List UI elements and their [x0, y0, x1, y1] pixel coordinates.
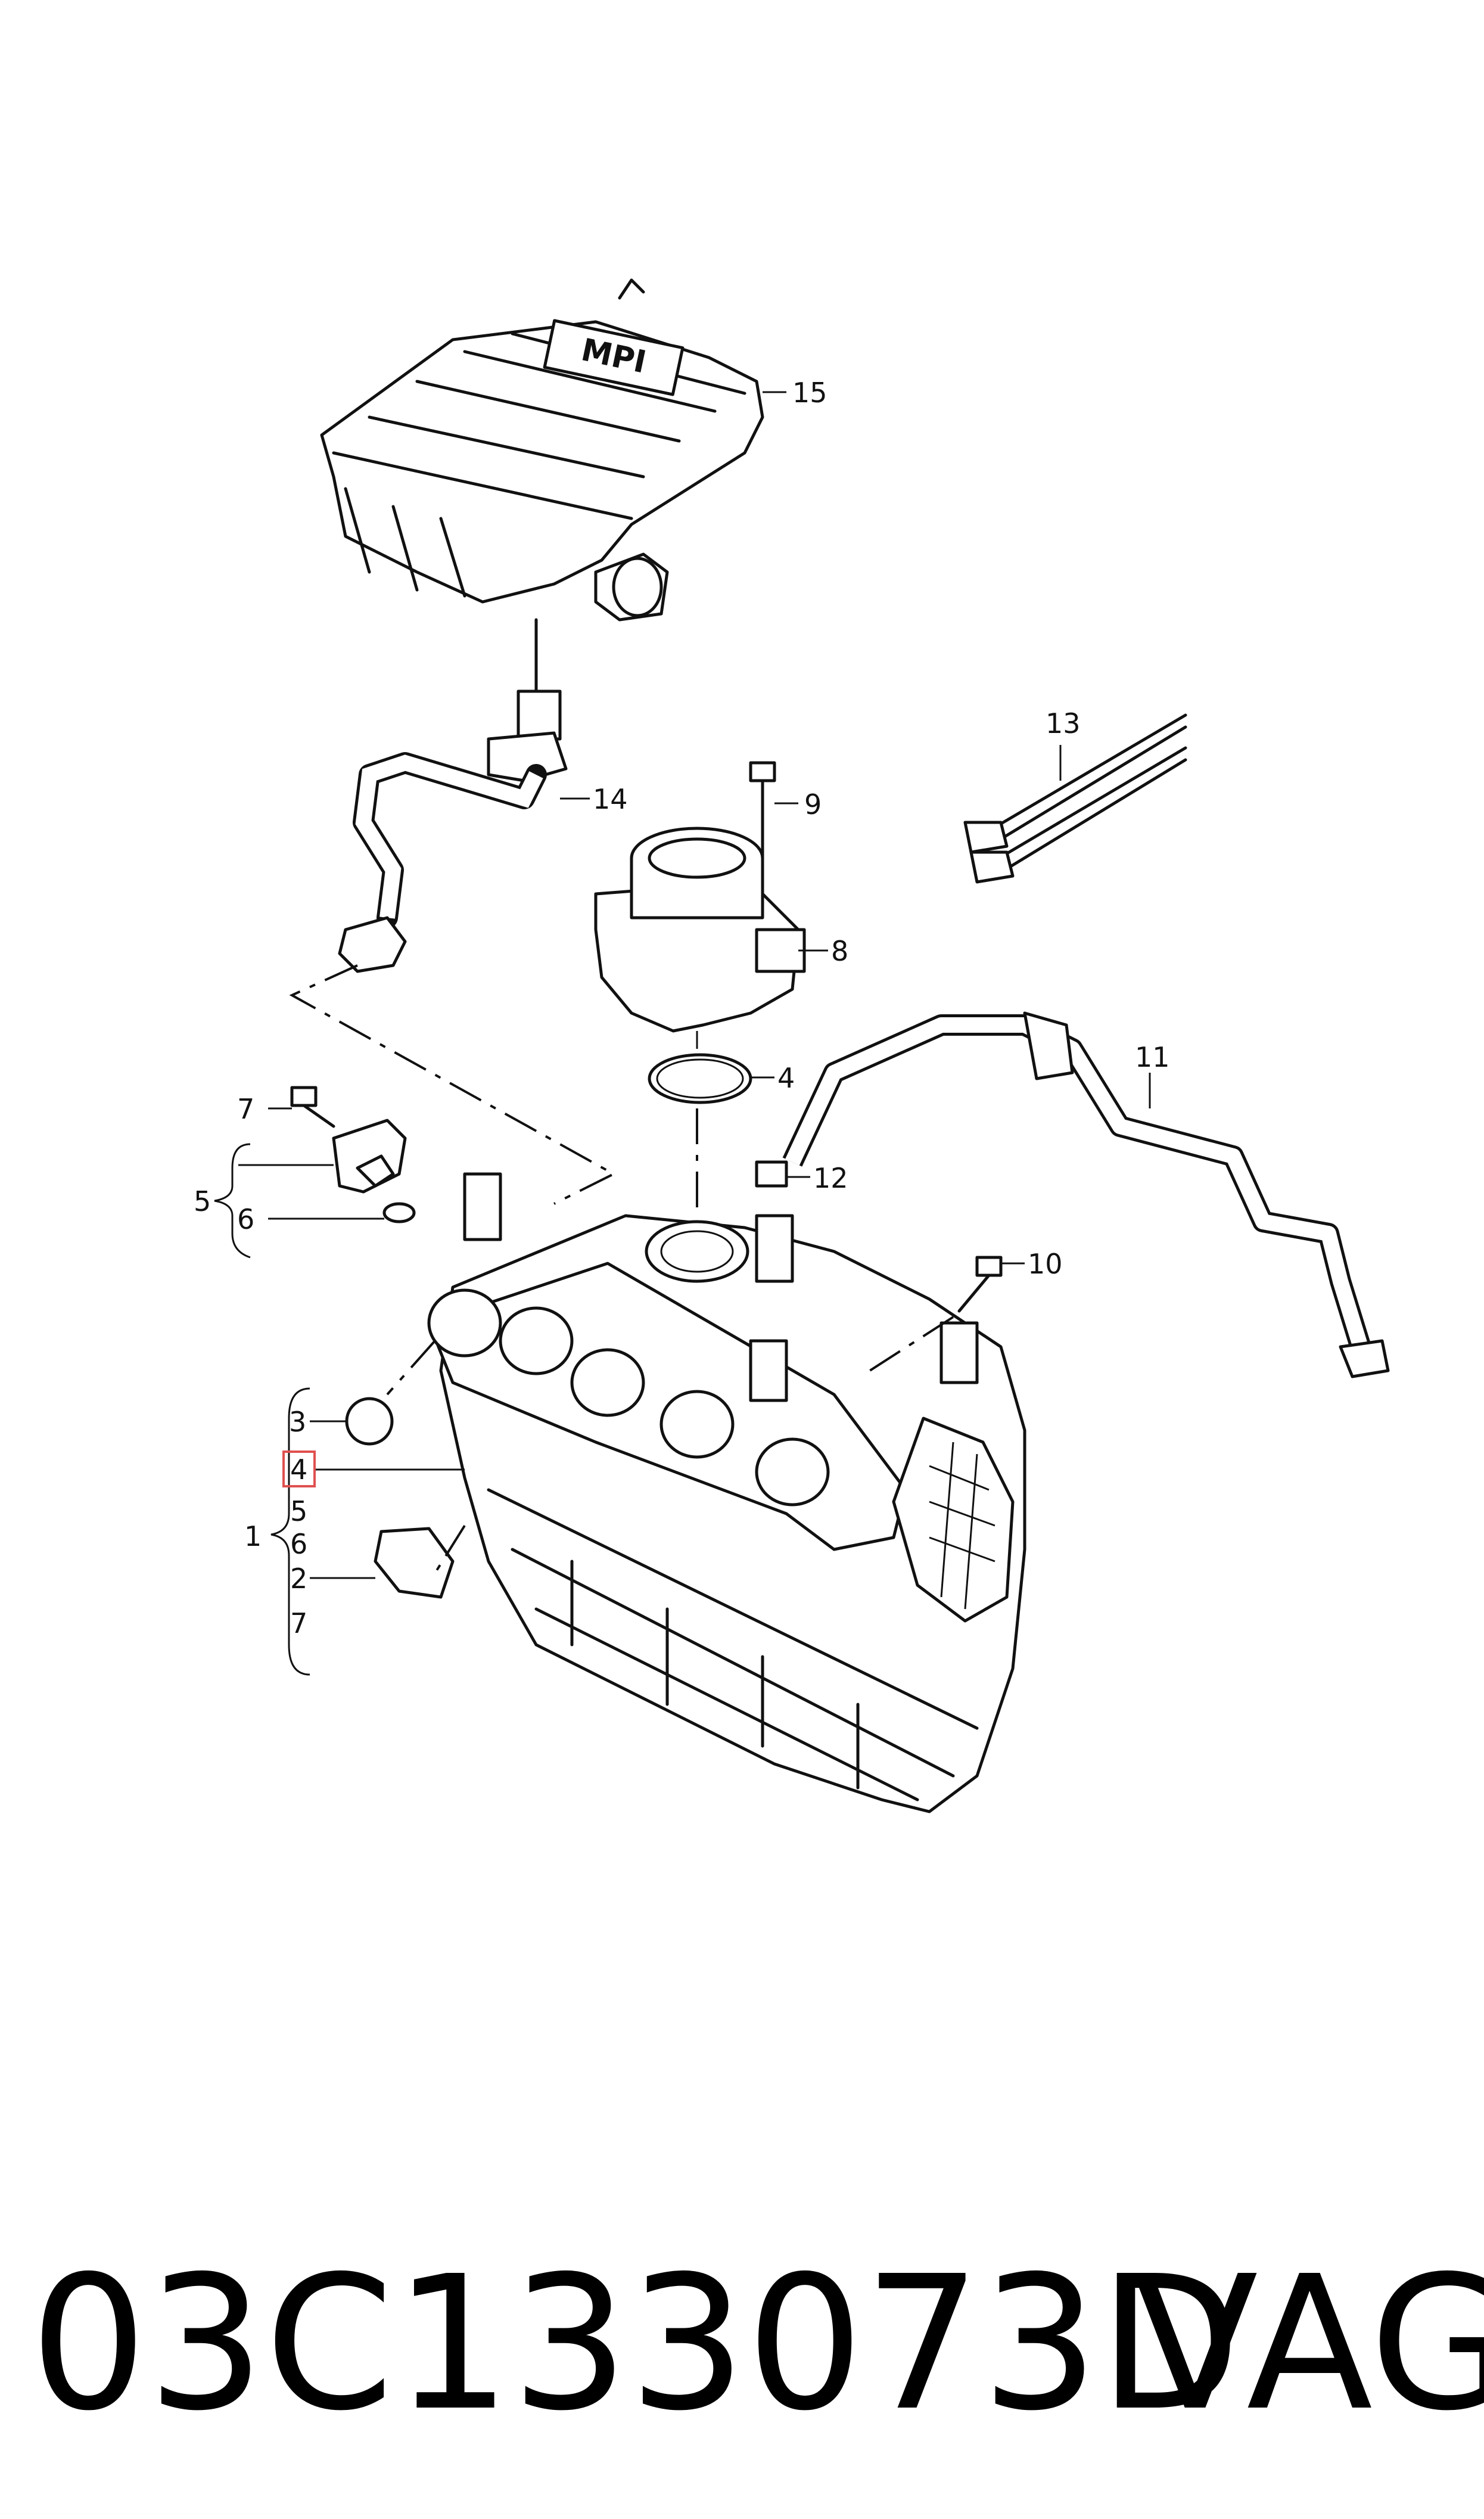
- callout-13: 13: [1046, 707, 1081, 740]
- bracket-group-1: [270, 1387, 310, 1676]
- highlight-box: [282, 1450, 316, 1487]
- air-filter-housing: MPI: [320, 278, 786, 622]
- callout-9: 9: [804, 788, 822, 821]
- assembly-line-bolt: [869, 1316, 954, 1372]
- callout-1: 1: [244, 1520, 262, 1552]
- part-number: 03C133073D: [30, 2237, 1241, 2452]
- callout-8: 8: [831, 935, 848, 967]
- callout-5: 5: [290, 1495, 307, 1527]
- throttle-gasket-ring: [648, 1053, 774, 1104]
- cable-ties: [963, 713, 1187, 884]
- callout-4-upper: 4: [777, 1062, 795, 1094]
- callout-10: 10: [1028, 1248, 1063, 1280]
- callout-7: 7: [290, 1607, 307, 1639]
- bolt-10: [957, 1256, 1025, 1313]
- intake-manifold: [427, 1172, 1026, 1813]
- throttle-body: [594, 761, 828, 1049]
- gasket-2: [310, 1527, 455, 1599]
- callout-2: 2: [290, 1563, 307, 1595]
- sensor-assembly: [214, 1086, 416, 1259]
- callout-3: 3: [289, 1406, 306, 1438]
- plug: [755, 1160, 810, 1188]
- callout-15: 15: [792, 377, 827, 409]
- callout-11: 11: [1135, 1041, 1170, 1073]
- breather-hose: [338, 618, 590, 973]
- assembly-line-seal3: [386, 1340, 436, 1396]
- callout-4[interactable]: 4: [290, 1453, 307, 1486]
- callout-6: 6: [290, 1528, 307, 1560]
- callout-14: 14: [593, 783, 628, 815]
- vacuum-line: [782, 1011, 1390, 1378]
- seal-3: [310, 1397, 394, 1446]
- callout-5-upper: 5: [194, 1185, 211, 1217]
- assembly-line-hose: [289, 964, 617, 1205]
- assembly-line-seal2: [434, 1524, 466, 1574]
- callout-12: 12: [813, 1162, 848, 1194]
- callout-7-upper: 7: [237, 1093, 254, 1125]
- brand-label: VAG: [1132, 2237, 1484, 2452]
- callout-6-upper: 6: [237, 1203, 254, 1235]
